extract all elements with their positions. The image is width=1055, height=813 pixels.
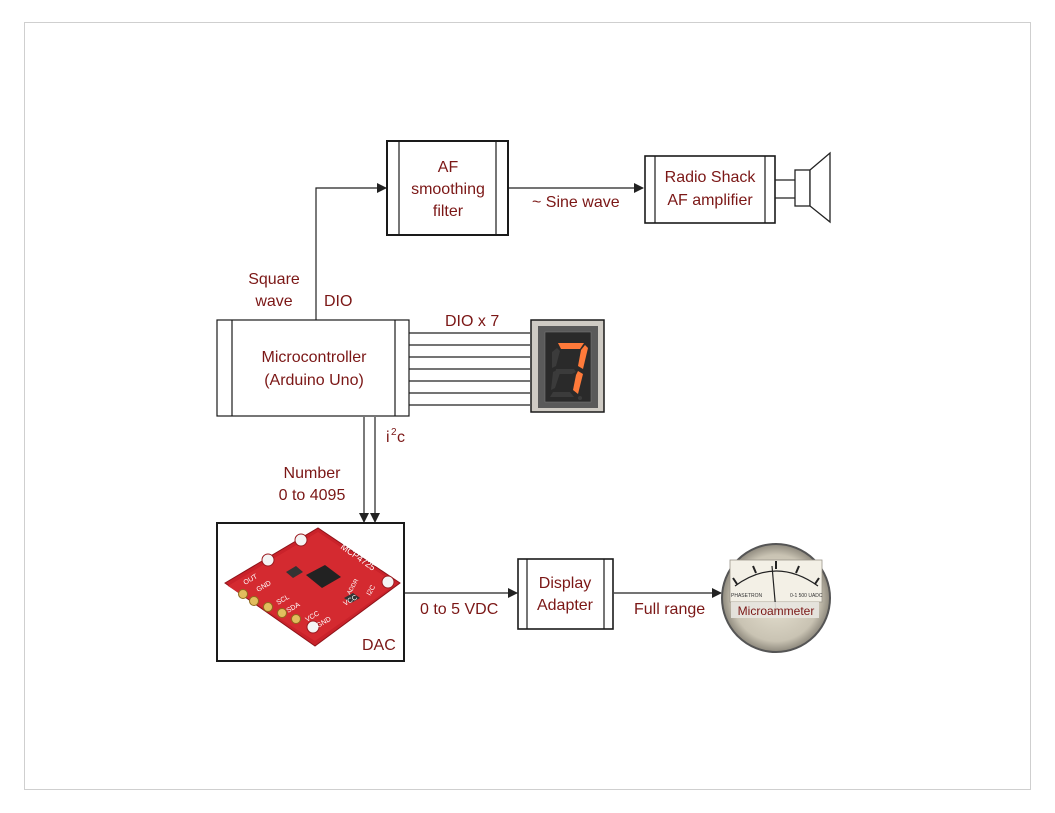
square-wave-label-1: Square	[248, 271, 300, 288]
meter-range: 0-1 500 UADC	[790, 593, 823, 599]
svg-text:i: i	[386, 429, 390, 446]
svg-text:c: c	[397, 429, 405, 446]
dio-label: DIO	[324, 293, 352, 310]
display-adapter-line-2: Adapter	[537, 597, 594, 614]
full-range-label: Full range	[634, 601, 705, 618]
af-filter-block: AF smoothing filter	[386, 140, 509, 236]
number-label-1: Number	[284, 465, 342, 482]
segment-b	[578, 345, 588, 369]
i2c-label: i 2 c	[386, 427, 405, 446]
diagram-frame	[24, 22, 1031, 790]
meter-scale-arc	[734, 570, 819, 587]
speaker-icon	[775, 151, 831, 224]
af-amplifier-line-1: Radio Shack	[665, 169, 757, 186]
af-filter-line-1: AF	[438, 159, 459, 176]
microcontroller-line-1: Microcontroller	[262, 349, 368, 366]
microammeter: PHASETRON 0-1 500 UADC Microammeter	[721, 543, 831, 653]
af-amplifier-line-2: AF amplifier	[667, 192, 753, 209]
af-amplifier-block: Radio Shack AF amplifier	[644, 155, 776, 224]
segment-a	[558, 343, 584, 349]
dac-block: MCP4725 OUT GND SCL SDA VCC GND VCC ADDR…	[216, 522, 405, 662]
seven-segment-display	[530, 319, 605, 413]
dio-bus	[409, 332, 530, 406]
voltage-label: 0 to 5 VDC	[420, 601, 498, 618]
segment-c	[573, 371, 583, 394]
dac-label: DAC	[362, 637, 396, 654]
af-filter-line-3: filter	[433, 203, 464, 220]
display-adapter-block: Display Adapter	[517, 558, 614, 630]
pin-i2c: I2C	[366, 584, 378, 597]
square-wave-label-2: wave	[254, 293, 292, 310]
microcontroller-block: Microcontroller (Arduino Uno)	[216, 319, 410, 417]
display-adapter-line-1: Display	[539, 575, 591, 592]
dio-x7-label: DIO x 7	[445, 313, 499, 330]
sine-wave-label: ~ Sine wave	[532, 194, 620, 211]
number-label-2: 0 to 4095	[279, 487, 346, 504]
dac-chip	[306, 565, 341, 588]
svg-text:2: 2	[391, 427, 397, 438]
square-wave-wire	[315, 183, 387, 320]
af-filter-line-2: smoothing	[411, 181, 485, 198]
meter-brand: PHASETRON	[731, 593, 763, 599]
microcontroller-line-2: (Arduino Uno)	[264, 372, 364, 389]
microammeter-label: Microammeter	[738, 604, 815, 618]
